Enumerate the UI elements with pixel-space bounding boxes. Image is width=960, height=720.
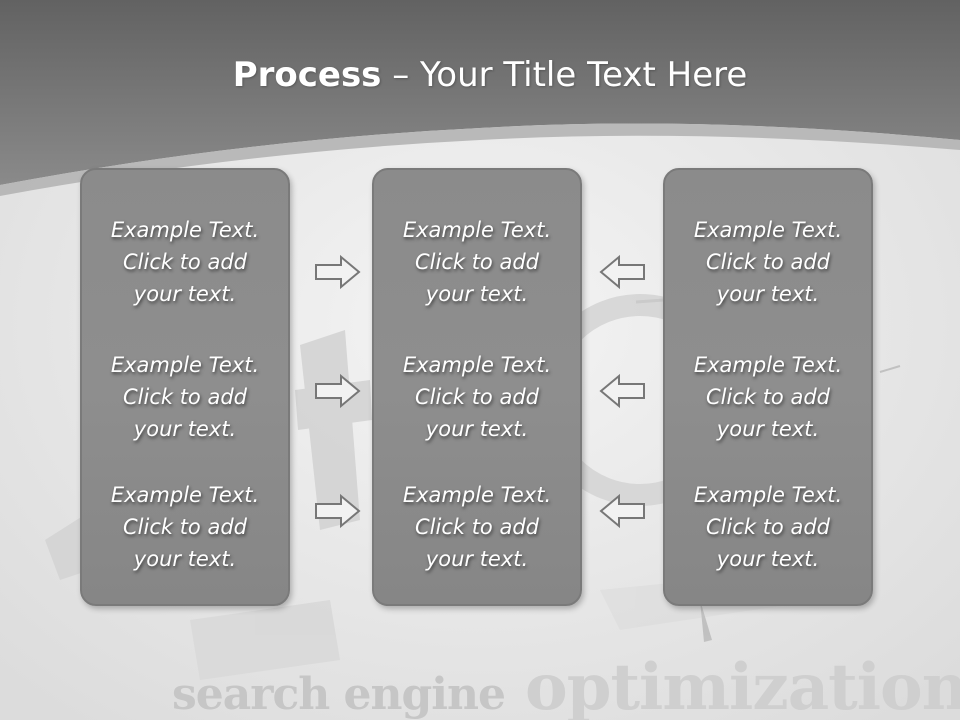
- arrow-right-icon: [315, 373, 361, 409]
- panel-right[interactable]: Example Text. Click to add your text. Ex…: [663, 168, 873, 606]
- panel-middle-text-1[interactable]: Example Text. Click to add your text.: [402, 218, 552, 306]
- title-bold-part: Process: [232, 55, 382, 95]
- title-rest: – Your Title Text Here: [381, 55, 748, 95]
- arrow-right-icon: [315, 493, 361, 529]
- background-word-1: search engine: [172, 669, 506, 720]
- panel-right-text-3[interactable]: Example Text. Click to add your text.: [693, 483, 843, 571]
- title-banner: [0, 0, 960, 185]
- panel-middle-text-3[interactable]: Example Text. Click to add your text.: [402, 483, 552, 571]
- background-word-2: optimization: [525, 650, 960, 720]
- panel-middle-text-2[interactable]: Example Text. Click to add your text.: [402, 353, 552, 441]
- panel-left-text-1[interactable]: Example Text. Click to add your text.: [110, 218, 260, 306]
- panel-right-text-1[interactable]: Example Text. Click to add your text.: [693, 218, 843, 306]
- panel-right-text-2[interactable]: Example Text. Click to add your text.: [693, 353, 843, 441]
- panel-left-text-3[interactable]: Example Text. Click to add your text.: [110, 483, 260, 571]
- slide-title[interactable]: Process – Your Title Text Here: [0, 52, 960, 98]
- panel-middle[interactable]: Example Text. Click to add your text. Ex…: [372, 168, 582, 606]
- panel-left[interactable]: Example Text. Click to add your text. Ex…: [80, 168, 290, 606]
- arrow-left-icon: [599, 373, 645, 409]
- arrow-left-icon: [599, 493, 645, 529]
- panel-left-text-2[interactable]: Example Text. Click to add your text.: [110, 353, 260, 441]
- background-seo-text: search engine optimization: [172, 650, 960, 720]
- arrow-right-icon: [315, 254, 361, 290]
- arrow-left-icon: [599, 254, 645, 290]
